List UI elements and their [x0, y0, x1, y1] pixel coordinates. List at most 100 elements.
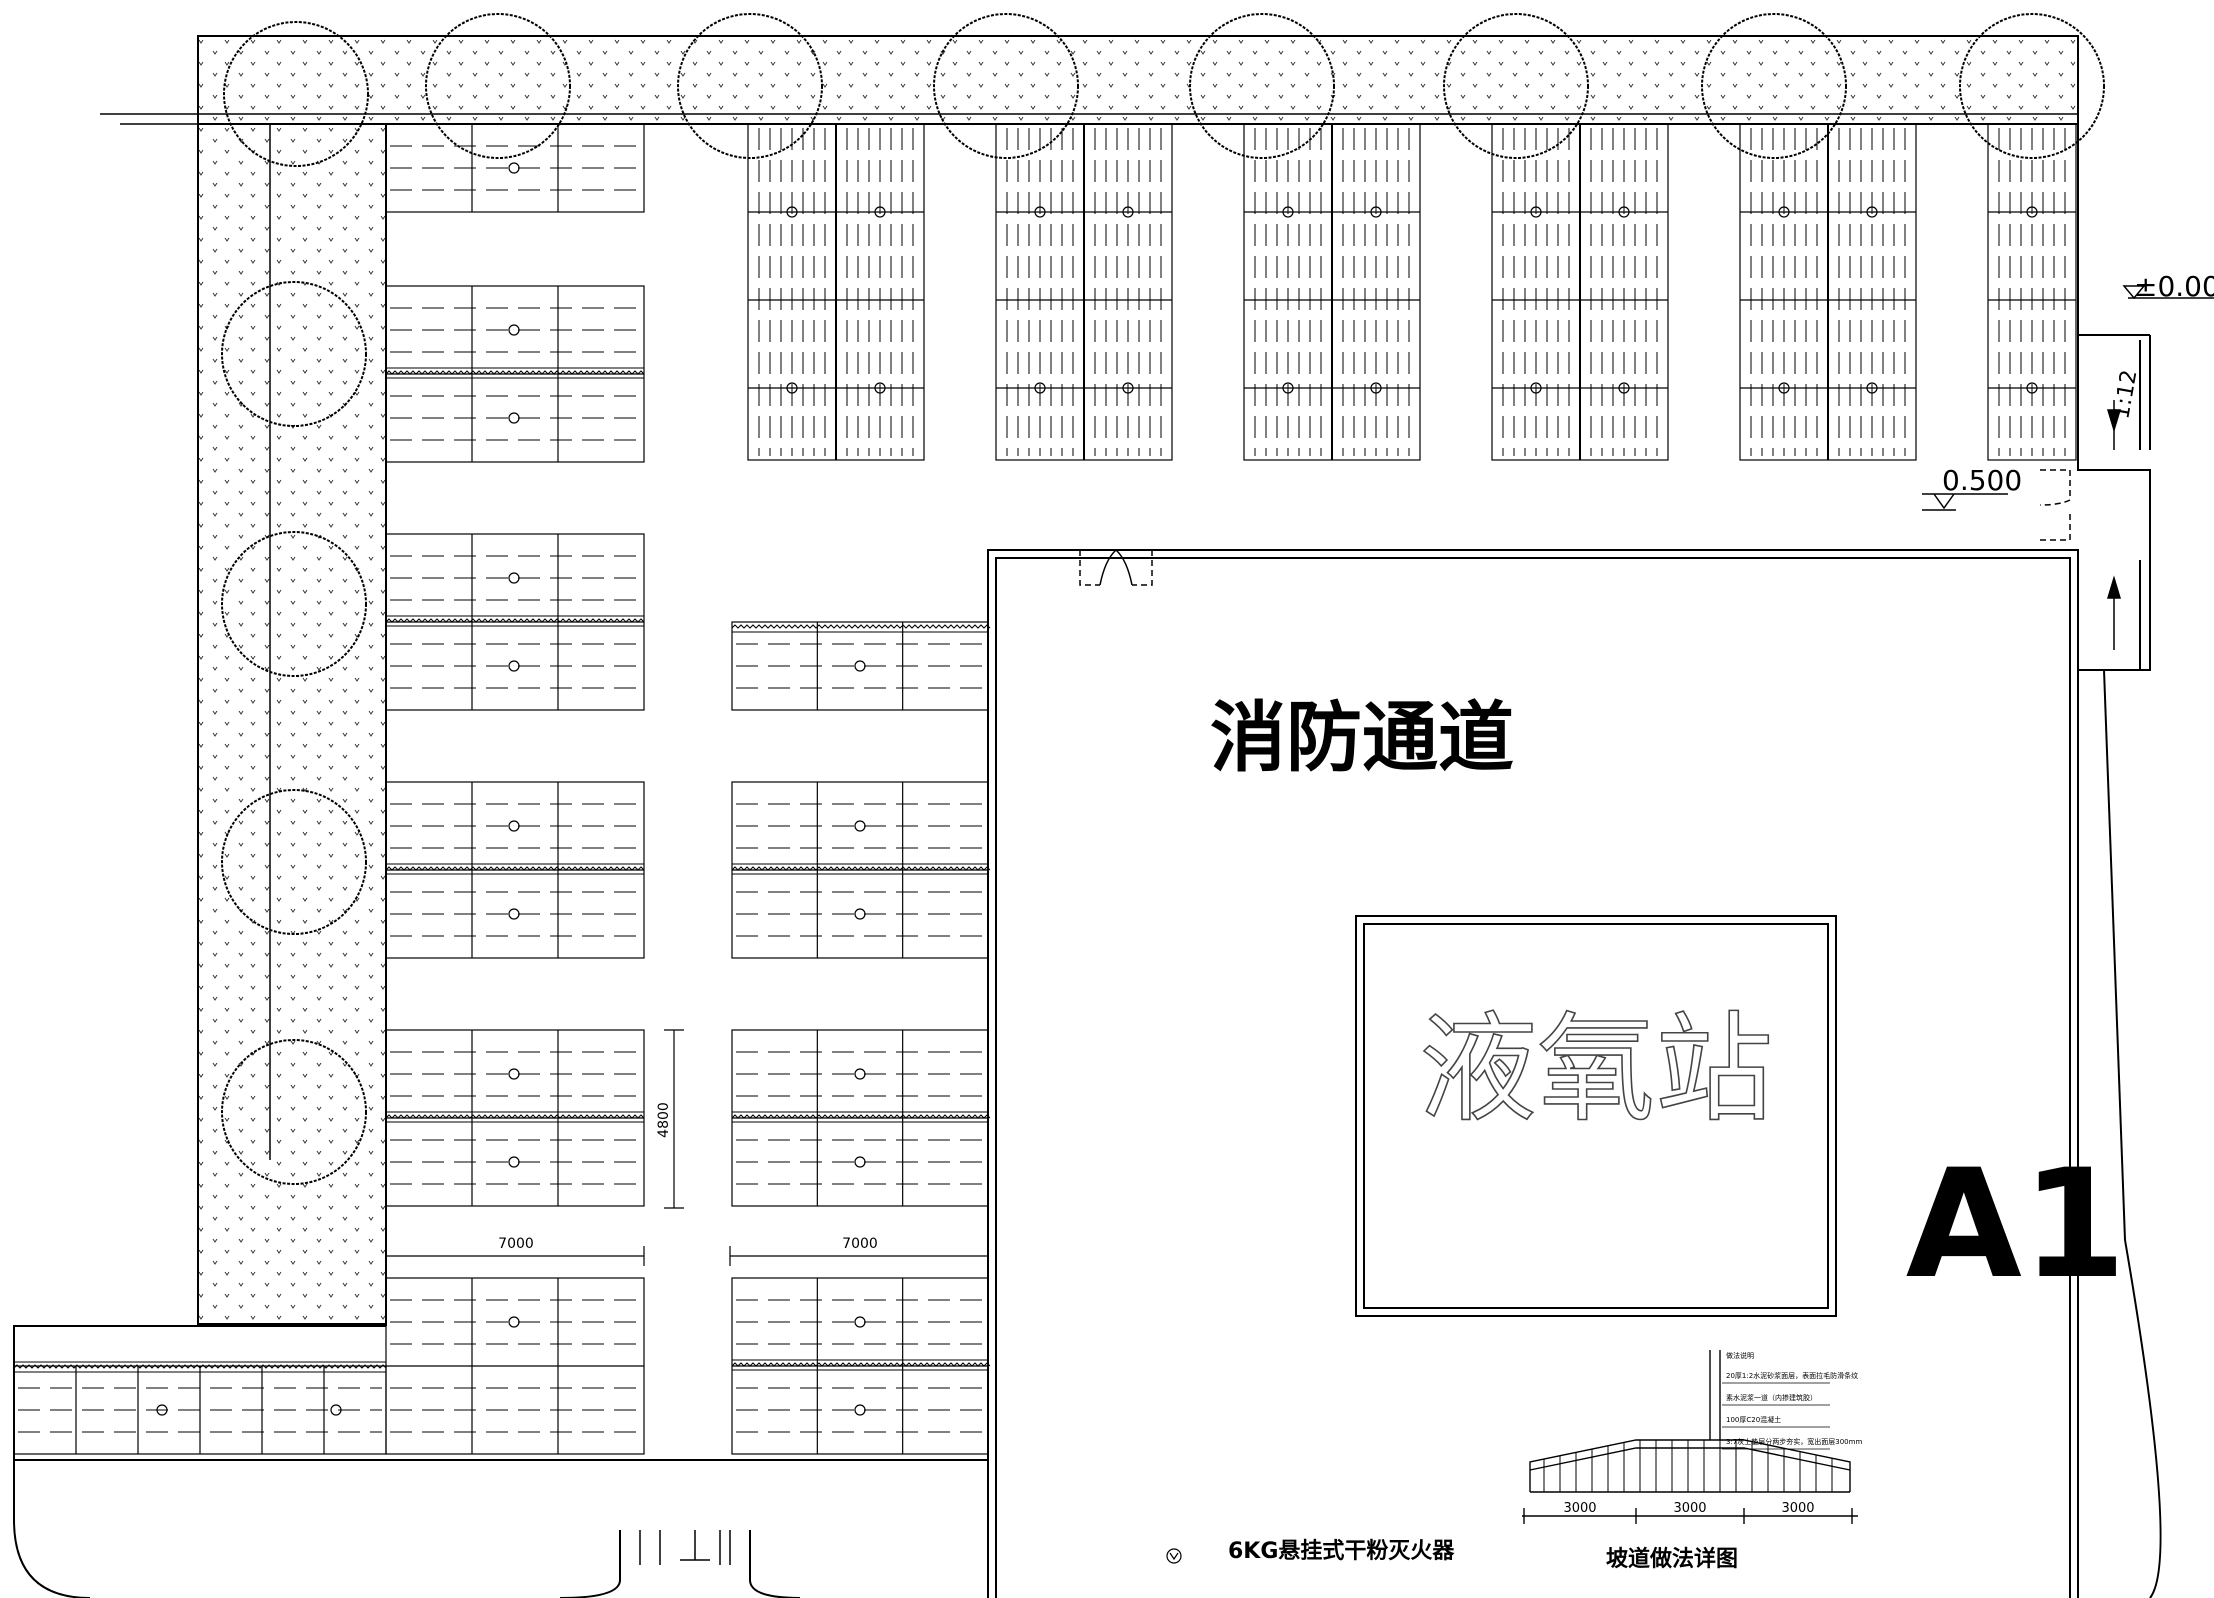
- extinguisher-symbol: [156, 1404, 168, 1416]
- extinguisher-symbol: [508, 324, 520, 336]
- tree-symbol: [425, 13, 571, 159]
- tree-symbol: [677, 13, 823, 159]
- extinguisher-symbol: [854, 1156, 866, 1168]
- ramp-detail-drawing: [1522, 1350, 1858, 1524]
- hatch-band: [385, 863, 645, 875]
- tree-symbol: [221, 531, 367, 677]
- hatch-band: [731, 621, 991, 633]
- parking-block: [747, 123, 925, 461]
- extinguisher-symbol: [508, 1316, 520, 1328]
- parking-group: [13, 123, 2077, 1455]
- elevation-zero-label: ±0.000: [2134, 270, 2214, 303]
- parking-block: [731, 1029, 989, 1207]
- tree-symbol: [221, 1039, 367, 1185]
- extinguisher-symbol: [508, 162, 520, 174]
- extinguisher-symbol: [330, 1404, 342, 1416]
- ramp-note: 素水泥浆一道（内掺建筑胶）: [1726, 1393, 1817, 1402]
- ramp-note: 做法说明: [1726, 1351, 1754, 1360]
- extinguisher-symbol: [854, 1316, 866, 1328]
- tree-symbol: [1189, 13, 1335, 159]
- tree-symbol: [223, 21, 369, 167]
- extinguisher-symbol: [2026, 382, 2038, 394]
- extinguisher-symbol: [786, 206, 798, 218]
- extinguisher-symbol: [1778, 206, 1790, 218]
- extinguisher-symbol: [508, 1068, 520, 1080]
- ramp-dimension: 3000: [1673, 1501, 1706, 1516]
- oxygen-station-label: 液氧站: [1419, 1000, 1773, 1138]
- ramp-dimension-labels: 3000 3000 3000: [1563, 1501, 1814, 1516]
- ramp-detail-title: 坡道做法详图: [1606, 1546, 1738, 1572]
- extinguisher-legend-symbol: [1166, 1548, 1182, 1564]
- extinguisher-symbol: [1034, 206, 1046, 218]
- extinguisher-symbol: [508, 1156, 520, 1168]
- parking-block: [1987, 123, 2077, 461]
- extinguisher-symbol: [1122, 382, 1134, 394]
- parking-block: [385, 1277, 645, 1455]
- extinguisher-symbol: [1866, 382, 1878, 394]
- ramp-note: 3:7灰土垫层分两步夯实，宽出面层300mm: [1726, 1437, 1862, 1446]
- extinguisher-symbol: [786, 382, 798, 394]
- extinguisher-symbol: [508, 820, 520, 832]
- tree-symbol: [221, 281, 367, 427]
- ramp-slope-label: 1:12: [2109, 368, 2142, 421]
- ramp-arrow: [2106, 400, 2122, 650]
- dimension-7000-left: 7000: [498, 1236, 534, 1252]
- gate: [639, 469, 2071, 1565]
- extinguisher-symbol: [854, 660, 866, 672]
- parking-block: [385, 285, 645, 463]
- dimension-7000-right: 7000: [842, 1236, 878, 1252]
- fire-lane-label: 消防通道: [1210, 693, 1514, 782]
- extinguisher-symbol: [874, 382, 886, 394]
- tree-symbol: [1959, 13, 2105, 159]
- hatch-band: [731, 1359, 991, 1371]
- extinguisher-symbol: [1282, 382, 1294, 394]
- extinguisher-symbol: [1034, 382, 1046, 394]
- extinguisher-symbol: [854, 908, 866, 920]
- extinguisher-symbol: [1370, 382, 1382, 394]
- ramp-dimension: 3000: [1781, 1501, 1814, 1516]
- extinguisher-symbol: [1866, 206, 1878, 218]
- dimension-4800: 4800: [656, 1102, 672, 1138]
- extinguisher-symbol: [854, 820, 866, 832]
- extinguisher-symbol: [874, 206, 886, 218]
- ramp-rails: [1543, 1440, 1833, 1492]
- tree-symbol: [221, 789, 367, 935]
- parking-block: [995, 123, 1173, 461]
- parking-block: [385, 533, 645, 711]
- tree-symbol: [933, 13, 1079, 159]
- hatch-band: [385, 615, 645, 627]
- ramp-dimension: 3000: [1563, 1501, 1596, 1516]
- extinguisher-symbol: [1618, 206, 1630, 218]
- extinguisher-symbol: [508, 412, 520, 424]
- hatch-band: [731, 863, 991, 875]
- parking-block: [1739, 123, 1917, 461]
- tree-symbol: [1701, 13, 1847, 159]
- planting-strip: [100, 35, 2079, 1325]
- ramp-note: 100厚C20混凝土: [1726, 1415, 1781, 1424]
- extinguisher-legend-label: 6KG悬挂式干粉灭火器: [1228, 1538, 1455, 1564]
- extinguisher-symbol: [1122, 206, 1134, 218]
- hatch-band: [731, 1111, 991, 1123]
- ramp-note: 20厚1:2水泥砂浆面层，表面拉毛防滑条纹: [1726, 1371, 1858, 1380]
- parking-block: [1243, 123, 1421, 461]
- parking-block: [731, 781, 989, 959]
- extinguisher-symbol: [2026, 206, 2038, 218]
- parking-block: [731, 1277, 989, 1455]
- extinguisher-symbol: [1530, 206, 1542, 218]
- tree-group: [221, 13, 2105, 1185]
- elevation-marker: [1922, 285, 2214, 511]
- hatch-band: [13, 1361, 387, 1373]
- extinguisher-symbol: [1778, 382, 1790, 394]
- extinguisher-symbol: [508, 908, 520, 920]
- extinguisher-symbol: [1370, 206, 1382, 218]
- extinguisher-symbol: [508, 660, 520, 672]
- tree-symbol: [1443, 13, 1589, 159]
- extinguisher-symbol: [1618, 382, 1630, 394]
- extinguisher-symbol: [1282, 206, 1294, 218]
- parking-block: [385, 123, 645, 213]
- parking-block: [385, 781, 645, 959]
- parking-block: [385, 1029, 645, 1207]
- extinguisher-symbol: [508, 572, 520, 584]
